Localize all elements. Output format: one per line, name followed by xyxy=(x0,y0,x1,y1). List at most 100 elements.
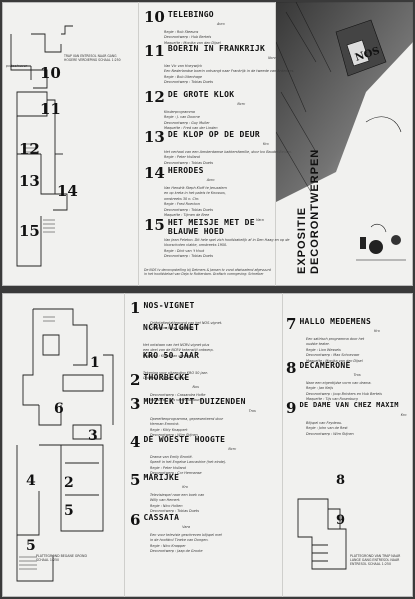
exhibit-broadcaster: Ncrv xyxy=(268,56,276,60)
exhibit-title: DE WOESTE HOOGTE xyxy=(143,435,226,444)
exhibit-line: Regie : Fred Roerbon xyxy=(164,202,200,207)
exhibit-broadcaster: Vara xyxy=(182,525,190,529)
exhibit-line: Decorontwerp : Tobias Duets xyxy=(164,80,213,85)
plan-number: 9 xyxy=(336,513,346,528)
exhibit-line: Van Vic van Hoeywijck xyxy=(164,64,203,68)
cover-illustration: NOS EXPOSITIE DECORONTWERPEN xyxy=(275,2,413,286)
exhibit-title: THORBECKE xyxy=(143,373,190,382)
exhibit-item: KRO 50 JAAR Tekening voor uitzending KRO… xyxy=(140,351,208,381)
exhibit-line: Van Jean Peleton. Dit hele spel zich hoo… xyxy=(164,238,290,242)
fold-line xyxy=(138,2,139,286)
exhibit-number: 5 xyxy=(130,471,141,489)
exhibit-line: Blijspel van Feydeau. xyxy=(306,421,343,425)
exhibit-broadcaster: Tros xyxy=(353,373,361,377)
exhibit-line: Regie : Nico Holten xyxy=(150,503,183,508)
exhibit-number: 3 xyxy=(130,395,141,413)
floor-plan-entresol xyxy=(297,498,347,570)
exhibit-line: en op kreta in het paleis te Knossos, xyxy=(164,191,226,196)
plan-number: 1 xyxy=(90,355,100,371)
plan-number: 3 xyxy=(88,428,98,444)
exhibit-line: Televisiespel naar een boek van xyxy=(150,493,205,497)
exhibit-line: Decorontwerp : Cor Hermanse xyxy=(150,471,202,476)
exhibit-line: Voorschoten vlakte, omstreeks 1950. xyxy=(164,243,228,248)
plan-number: 5 xyxy=(26,538,36,554)
exhibit-line: Decorontwerp : Hub Bertels xyxy=(164,35,212,40)
exhibit-line: Een Nederlandse boerin ontvangt naar Fra… xyxy=(164,69,295,74)
exhibit-broadcaster: Kro xyxy=(182,485,188,489)
exhibit-title: DE DAME VAN CHEZ MAXIM xyxy=(299,401,399,409)
fold-line xyxy=(275,2,276,286)
brochure-outside-panel: TRAP VAN ENTRESOL NAAR GANG HOGERE VERDI… xyxy=(2,2,413,286)
exhibit-line: Regie : Peter Holland xyxy=(150,465,186,470)
exhibit-broadcaster: Kro xyxy=(262,142,269,146)
exhibit-line: Regie : Nico Knapper xyxy=(150,543,186,548)
exhibit-line: Decorontwerp : Tobias Duets xyxy=(164,254,213,259)
plan-number: 6 xyxy=(54,401,64,417)
fold-line xyxy=(124,293,125,597)
exhibit-line: Regie : John van de Rest xyxy=(306,426,348,431)
exhibit-title: HET MEISJE MET DE BLAUWE HOED xyxy=(167,218,255,236)
exhibit-title: NCRV-VIGNET xyxy=(143,323,200,332)
exhibit-line: Regie : Bob Uitenhage xyxy=(164,74,203,79)
exhibit-number: 1 xyxy=(130,299,141,317)
exhibit-line: Regie : Rob Steeuns xyxy=(164,30,199,34)
exhibit-number: 7 xyxy=(286,315,297,333)
exhibit-line: Decorontwerp : Tobias Duets xyxy=(164,160,213,165)
exhibit-title: TELEBINGO xyxy=(167,10,214,19)
exhibit-line: Decorontwerp : Wim Stijnen xyxy=(306,431,354,436)
exhibit-broadcaster: Vara xyxy=(256,218,264,222)
exhibit-line: Decorontwerp : Wim Stijnen xyxy=(150,433,198,438)
plan-number: 14 xyxy=(57,182,78,200)
exhibit-line: Decorontwerp : Joop Brinkers en Hub Bert… xyxy=(306,391,382,396)
exhibit-line: Regie : Kitty Knappert xyxy=(150,427,188,432)
exhibit-broadcaster: Ncrv xyxy=(237,102,246,106)
plan-number: 4 xyxy=(26,473,36,489)
exhibit-title: CASSATA xyxy=(143,513,180,522)
plan-number: 13 xyxy=(19,172,40,190)
exhibit-title: KRO 50 JAAR xyxy=(143,351,200,360)
exhibit-broadcaster: Ncrv xyxy=(228,447,237,451)
exhibit-broadcaster: Nos xyxy=(192,385,199,389)
exhibit-number: 2 xyxy=(130,371,141,389)
exhibit-broadcaster: Tros xyxy=(248,409,256,413)
exhibit-broadcaster: Kro xyxy=(400,413,407,417)
exhibit-title: HERODES xyxy=(167,166,204,175)
plan-caption: PLATTEGROND BEGANE GROND SCHAAL 1:250 xyxy=(36,554,87,562)
exhibit-line: Decorontwerp : Max Schoevaar xyxy=(306,353,360,358)
plan-caption: PLATTEGROND VAN TRAP NAAR LANGE GANG ENT… xyxy=(350,554,401,566)
exhibit-line: Maquette : Fred van der Linden xyxy=(164,126,218,131)
exhibit-line: Ontwerp : Tijmen Schoorl xyxy=(143,376,187,381)
exhibit-line: Maquette : Monika van den Dijsel xyxy=(164,40,221,45)
exhibit-line: Regie : Lion Wessels xyxy=(306,347,341,352)
cover-title-line-2: DECORONTWERPEN xyxy=(309,148,321,274)
plan-number: 8 xyxy=(336,473,346,488)
brochure-footer: De NOS tv decoropstelling bij Detmers & … xyxy=(144,268,271,276)
exhibit-line: Decorontwerp : Tobias Duets xyxy=(150,509,199,514)
cover-title-line-1: EXPOSITIE xyxy=(296,206,308,274)
exhibit-line: Naar een eigentijdse vorm van drama. xyxy=(306,381,372,385)
exhibit-number: 6 xyxy=(130,511,141,529)
exhibit-line: Een voor televisie geschreven blijspel m… xyxy=(150,533,222,537)
exhibit-line: Decorontwerp : Tobias Duets xyxy=(164,207,213,212)
exhibit-line: in de hoofdrol Tineke van Dongen. xyxy=(150,538,209,543)
exhibit-line: Operettenprogramma, gepresenteerd door xyxy=(150,417,224,421)
exhibit-number: 4 xyxy=(130,433,141,451)
exhibit-line: Kinderprogramma xyxy=(164,110,195,114)
plan-number: 15 xyxy=(19,222,40,240)
exhibit-number: 14 xyxy=(144,164,165,182)
exhibit-line: een deel van de NCRV tekenstijl ontwerp. xyxy=(143,348,214,353)
plan-number: 2 xyxy=(64,475,74,491)
exhibit-line: Het verhaal van een Amsterdamse bakkersf… xyxy=(164,150,293,154)
exhibit-title: DE KLOP OP DE DEUR xyxy=(167,130,260,139)
